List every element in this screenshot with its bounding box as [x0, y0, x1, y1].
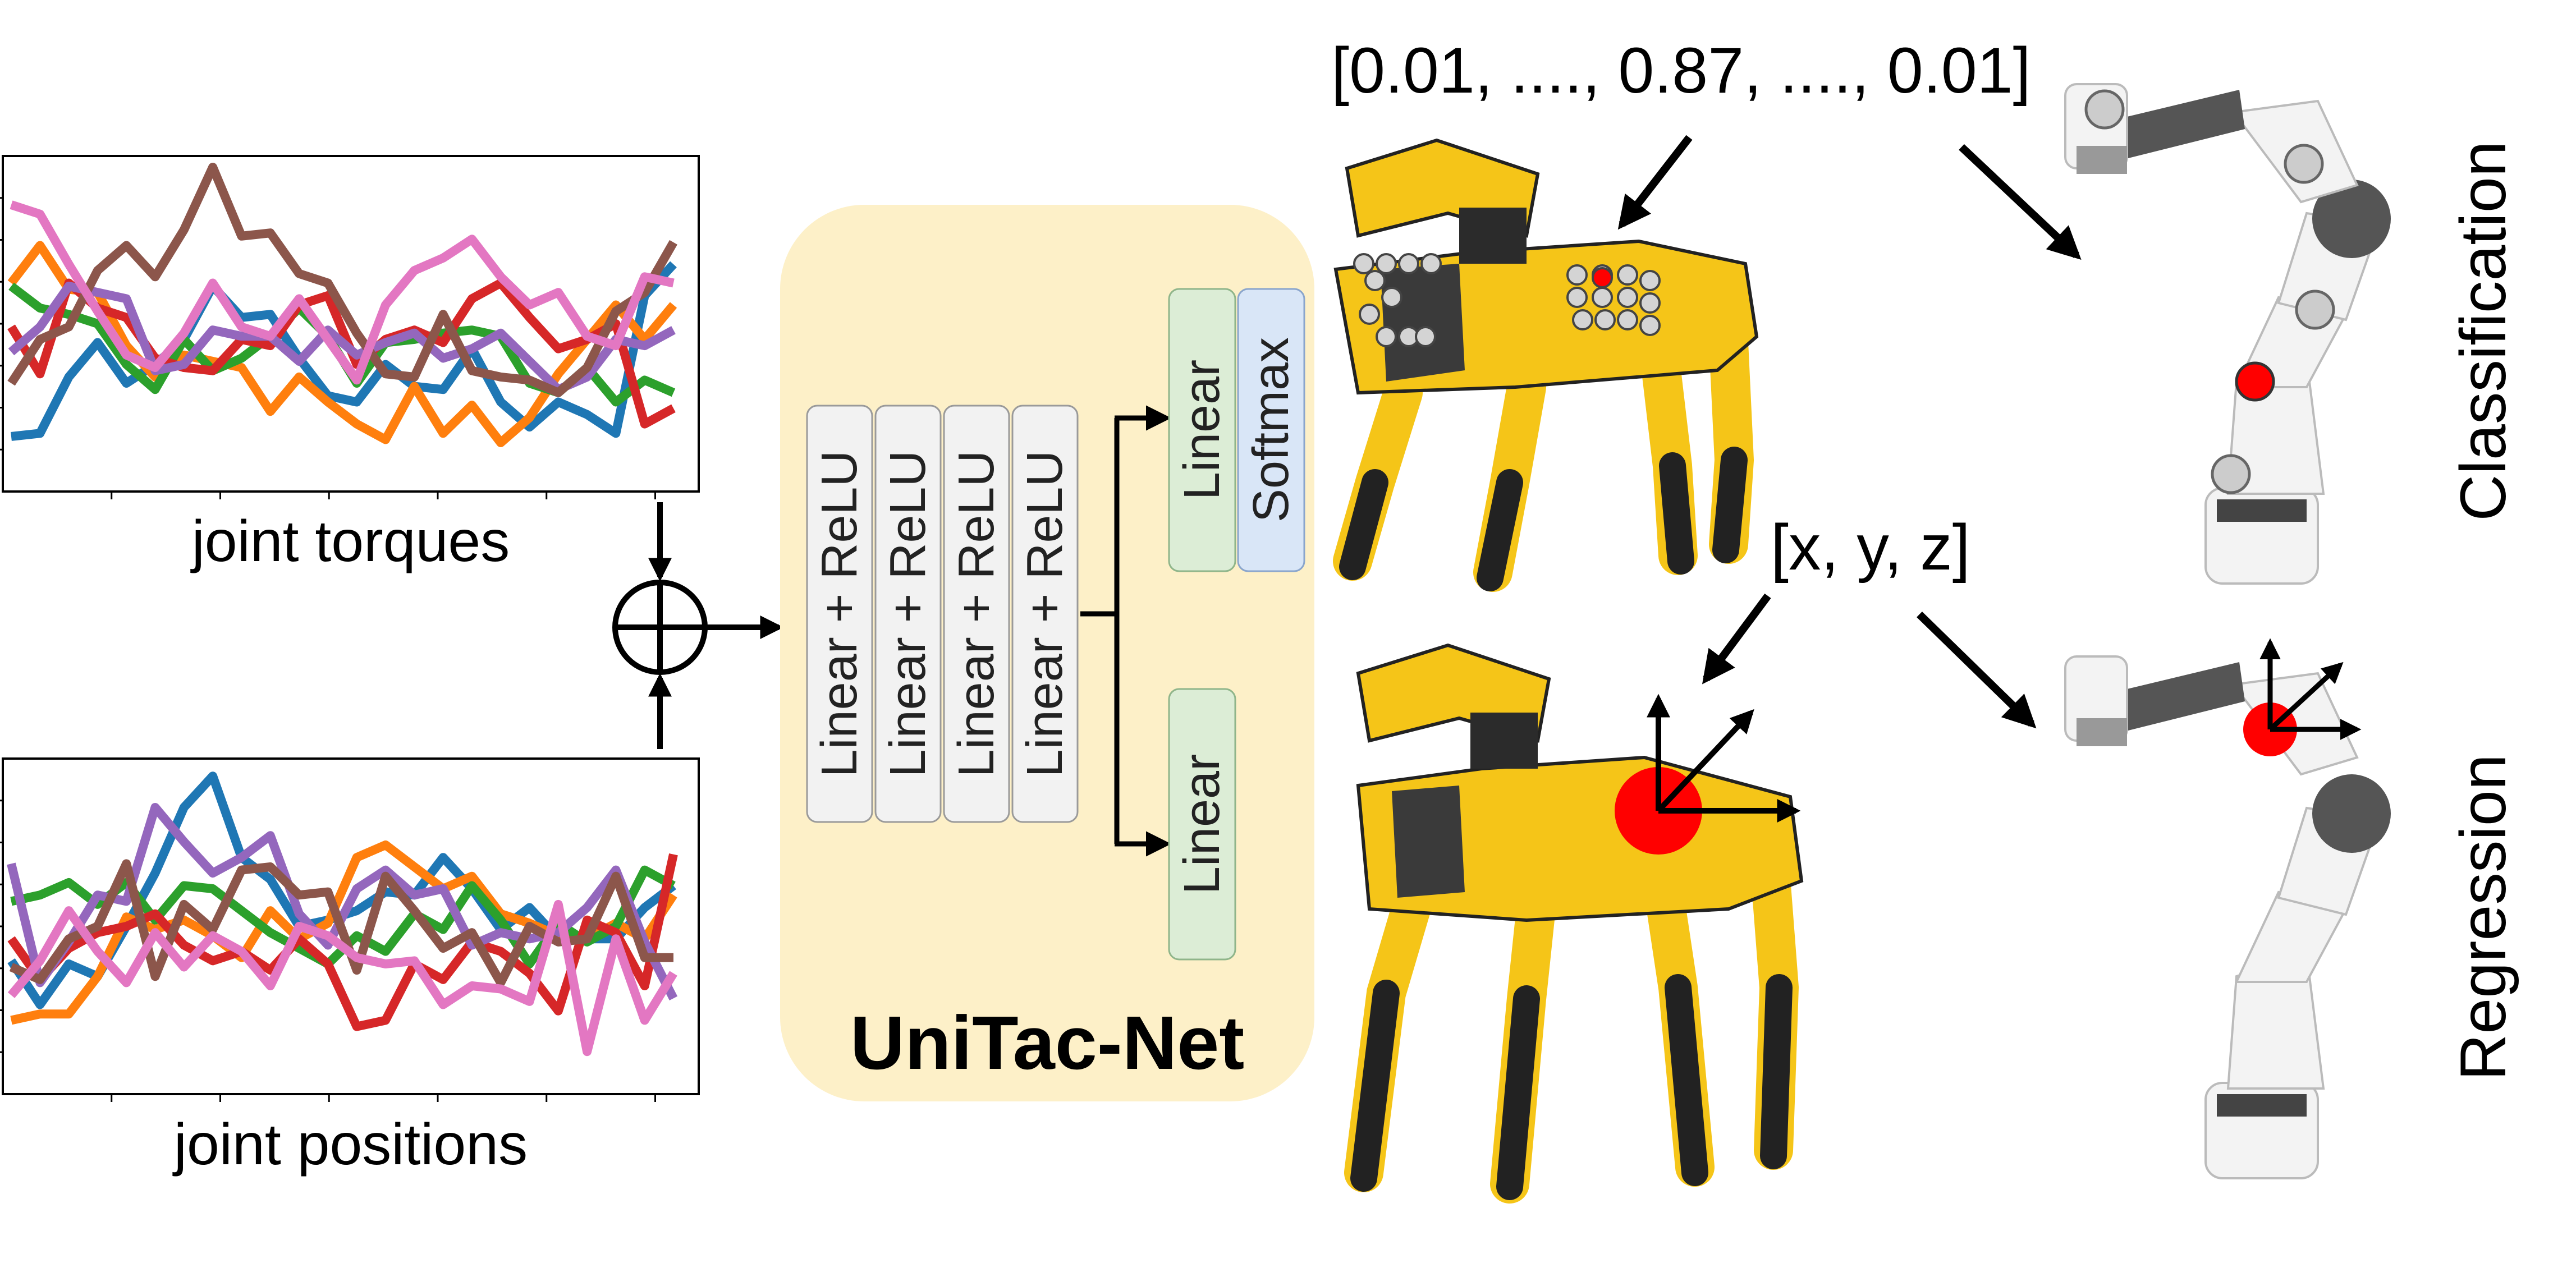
- sensor-point: [1617, 287, 1638, 308]
- arm-sensor-points: [2084, 89, 2335, 494]
- sensor-point: [1617, 264, 1638, 286]
- torques-series-7: [10, 200, 675, 385]
- sensor-point: [1639, 315, 1661, 336]
- vector-to-dog-arrow: [1617, 135, 1693, 230]
- hidden-layer-3-label: Linear + ReLU: [948, 451, 1005, 778]
- contact-point-classification-dog: [1592, 267, 1613, 288]
- sensor-point: [1566, 264, 1588, 286]
- coordinate-frame-dog: [1647, 693, 1801, 823]
- torques-series-2: [7, 241, 677, 447]
- torques-series-1: [11, 261, 677, 441]
- sensor-point: [1353, 253, 1374, 274]
- robot-arm-bottom: [2064, 655, 2391, 1179]
- quadruped-robot-top: [1333, 138, 1759, 592]
- classification-output-vector: [0.01, ...., 0.87, ...., 0.01]: [1331, 35, 2031, 107]
- coordinate-frame-arm: [2259, 638, 2362, 740]
- sensor-point: [1376, 253, 1397, 274]
- coords-to-dog-arrow: [1702, 593, 1771, 685]
- sensor-point: [1381, 287, 1402, 308]
- torques-plot: [0, 155, 700, 499]
- sensor-point: [1639, 270, 1661, 291]
- coords-to-arm-arrow: [1917, 611, 2037, 729]
- softmax-layer: Softmax: [1237, 288, 1305, 572]
- positions-plot-lines: [7, 771, 678, 1057]
- quadruped-robot-bottom: [1344, 643, 1804, 1204]
- hidden-layer-2-label: Linear + ReLU: [880, 451, 936, 778]
- hidden-layer-4-label: Linear + ReLU: [1017, 451, 1073, 778]
- torques-series-6: [7, 163, 677, 397]
- contact-sensor-grid: [1353, 253, 1661, 347]
- classification-linear-label: Linear: [1174, 360, 1230, 500]
- torques-series-4: [7, 278, 676, 429]
- positions-plot: [0, 757, 700, 1102]
- sensor-point: [1566, 287, 1588, 308]
- classification-task-label: Classification: [2447, 141, 2519, 521]
- hidden-layer-4: Linear + ReLU: [1011, 405, 1079, 823]
- sensor-point: [1639, 292, 1661, 314]
- sensor-point: [1572, 309, 1593, 330]
- torques-plot-label: joint torques: [190, 509, 510, 574]
- regression-output-coords: [x, y, z]: [1771, 512, 1970, 584]
- vector-to-arm-arrow: [1959, 144, 2082, 260]
- hidden-layer-3: Linear + ReLU: [943, 405, 1010, 823]
- sensor-point: [1415, 326, 1436, 347]
- sensor-point: [1592, 287, 1613, 308]
- network-title: UniTac-Net: [850, 1000, 1245, 1085]
- hidden-layer-1-label: Linear + ReLU: [812, 451, 868, 778]
- positions-series-7: [7, 899, 677, 1057]
- sensor-point: [1617, 309, 1638, 330]
- robot-arm-top: [2064, 83, 2391, 585]
- sensor-point: [1594, 309, 1616, 330]
- concatenate-icon: [612, 580, 708, 675]
- classification-linear-layer: Linear: [1168, 288, 1236, 572]
- sensor-point: [1359, 304, 1380, 325]
- regression-task-label: Regression: [2447, 754, 2519, 1081]
- torques-plot-ticks: [0, 197, 656, 499]
- sensor-point: [1398, 253, 1419, 274]
- hidden-layer-1: Linear + ReLU: [806, 405, 873, 823]
- positions-series-4: [7, 853, 678, 1031]
- contact-point-classification-arm: [2235, 361, 2275, 402]
- softmax-label: Softmax: [1243, 337, 1299, 522]
- positions-plot-ticks: [0, 800, 656, 1102]
- hidden-layer-2: Linear + ReLU: [874, 405, 942, 823]
- branch-arrows: [1080, 405, 1171, 857]
- regression-linear-label: Linear: [1174, 754, 1230, 894]
- regression-linear-layer: Linear: [1168, 688, 1236, 961]
- sensor-point: [1364, 270, 1386, 291]
- positions-plot-label: joint positions: [172, 1112, 528, 1177]
- torques-plot-lines: [7, 163, 677, 447]
- sensor-point: [1376, 326, 1397, 347]
- sensor-point: [1420, 253, 1442, 274]
